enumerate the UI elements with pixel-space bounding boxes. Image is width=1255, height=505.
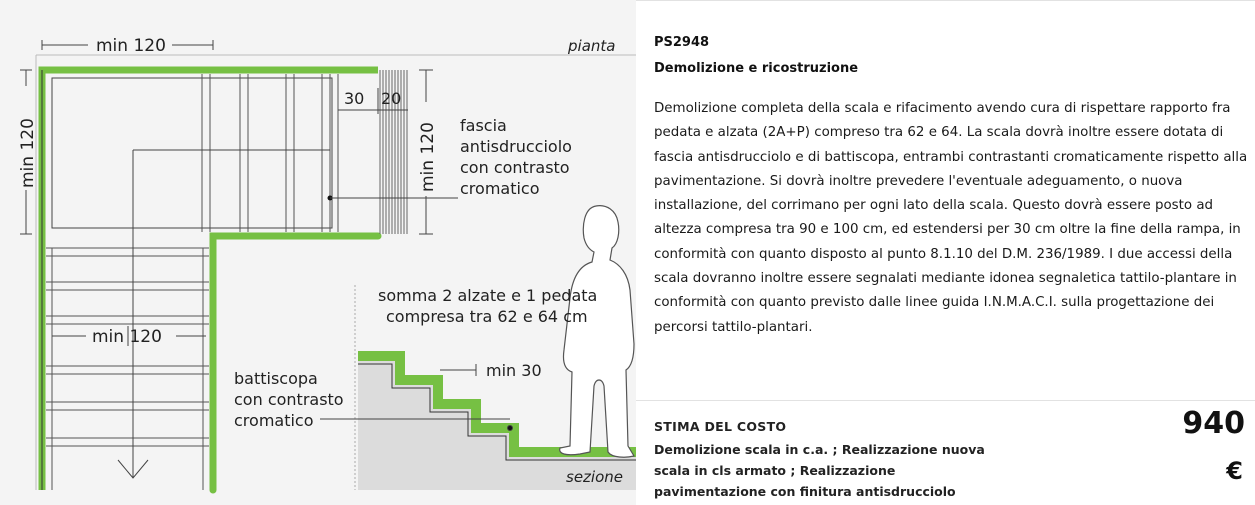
cost-value: 940 xyxy=(1182,406,1245,441)
svg-text:compresa tra 62 e 64 cm: compresa tra 62 e 64 cm xyxy=(386,307,588,326)
dim-30: 30 xyxy=(344,89,364,108)
dim-min30: min 30 xyxy=(486,361,542,380)
cost-label: STIMA DEL COSTO xyxy=(654,419,787,434)
note-somma: somma 2 alzate e 1 pedata compresa tra 6… xyxy=(378,286,597,326)
svg-text:fascia: fascia xyxy=(460,116,507,135)
note-fascia: fascia antisdrucciolo con contrasto crom… xyxy=(460,116,572,198)
stair-diagram: min 120 min 120 min 120 30 20 min 120 pi… xyxy=(0,0,636,505)
item-description: Demolizione completa della scala e rifac… xyxy=(654,101,1248,335)
divider xyxy=(636,400,1255,401)
svg-text:con contrasto: con contrasto xyxy=(460,158,570,177)
svg-text:cromatico: cromatico xyxy=(460,179,540,198)
item-code: PS2948 xyxy=(654,35,710,50)
cost-description: Demolizione scala in c.a. ; Realizzazion… xyxy=(654,442,985,499)
dim-mid: min 120 xyxy=(92,327,162,347)
section-label: sezione xyxy=(566,468,623,486)
svg-text:antisdrucciolo: antisdrucciolo xyxy=(460,137,572,156)
svg-text:cromatico: cromatico xyxy=(234,411,314,430)
dim-top: min 120 xyxy=(96,36,166,56)
svg-text:con contrasto: con contrasto xyxy=(234,390,344,409)
item-details: PS2948 Demolizione e ricostruzione Demol… xyxy=(636,0,1255,505)
cost-currency: € xyxy=(1226,457,1243,485)
svg-text:somma 2 alzate e 1 pedata: somma 2 alzate e 1 pedata xyxy=(378,286,597,305)
stair-drawing: min 120 min 120 min 120 30 20 min 120 pi… xyxy=(18,36,636,494)
plan-label: pianta xyxy=(567,37,615,55)
item-title: Demolizione e ricostruzione xyxy=(654,61,859,76)
dim-left: min 120 xyxy=(18,118,38,188)
dim-20: 20 xyxy=(381,89,401,108)
note-battiscopa: battiscopa con contrasto cromatico xyxy=(234,369,344,430)
dim-right: min 120 xyxy=(418,122,438,192)
svg-text:battiscopa: battiscopa xyxy=(234,369,318,388)
